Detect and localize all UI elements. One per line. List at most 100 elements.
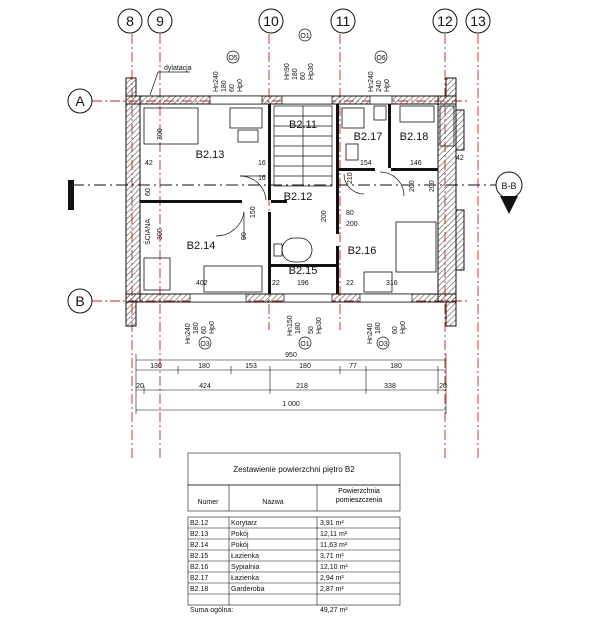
- grid-bubble-b: [67, 288, 93, 314]
- window-tag-o3-right: O3: [378, 341, 387, 348]
- inner-dimensions: 42 42 16 16 300 300 154 146 200 200 80 2…: [145, 128, 464, 287]
- table-cell-name: Łazienka: [231, 553, 259, 560]
- dim-row2-end: 20: [136, 383, 144, 390]
- furniture: [139, 105, 455, 293]
- dim-row2: 424: [199, 383, 211, 390]
- dim-total: 1 000: [282, 401, 300, 408]
- window-o3r-line-4: Hp0: [400, 321, 407, 334]
- inner-dim: 146: [410, 160, 422, 167]
- shower-b217: [341, 107, 365, 129]
- bed-b214: [203, 265, 263, 293]
- table-cell-number: B2.14: [190, 542, 208, 549]
- section-arrow-icon: [500, 196, 518, 214]
- window-o5-line-1: Hn240: [213, 71, 220, 92]
- grid-bubble-12: [432, 8, 458, 34]
- window-o1t-line-4: Hp30: [308, 63, 315, 80]
- window-o1b-line-3: 50: [308, 326, 315, 334]
- table-cell-area: 3,71 m²: [320, 553, 344, 560]
- table-cell-name: Sypialnia: [231, 564, 260, 571]
- dim-row1: 180: [198, 363, 210, 370]
- inner-dim: 16: [258, 160, 266, 167]
- room-label-b212: B2.12: [284, 191, 313, 203]
- window-o3l-line-4: Hp0: [209, 321, 216, 334]
- inner-dim: 80: [346, 210, 354, 217]
- staircase: [273, 105, 333, 187]
- window-tag-o5: O5: [228, 55, 237, 62]
- dim-row1: 130: [150, 363, 162, 370]
- window-o5-line-3: 60: [229, 84, 236, 92]
- chair-b213: [237, 129, 259, 143]
- inner-dim: 154: [360, 160, 372, 167]
- window-o1b-line-1: Hn150: [287, 315, 294, 336]
- window-o3r-line-1: Hn240: [367, 323, 374, 344]
- table-cell-number: B2.17: [190, 575, 208, 582]
- room-label-b214: B2.14: [187, 240, 216, 252]
- table-header-name: Nazwa: [262, 499, 284, 506]
- bed-b216: [395, 221, 437, 273]
- table-cell-area: 2,87 m²: [320, 586, 344, 593]
- window-o6-line-3: Hp0: [384, 79, 391, 92]
- inner-dim: 60: [145, 188, 152, 196]
- room-label-b216: B2.16: [348, 245, 377, 257]
- dylatacja-leader: [149, 71, 159, 96]
- window-o1t-line-2: 180: [292, 68, 299, 80]
- grid-bubble-9: [147, 8, 173, 34]
- inner-dim: 42: [145, 160, 153, 167]
- inner-dim: 42: [456, 155, 464, 162]
- inner-dim: 200: [346, 221, 358, 228]
- window-o3l-line-1: Hn240: [185, 323, 192, 344]
- grid-label-12: 12: [437, 13, 453, 29]
- dim-row1: 77: [349, 363, 357, 370]
- table-cell-number: B2.15: [190, 553, 208, 560]
- window-o3r-line-2: 180: [375, 322, 382, 334]
- window-tags-top: [226, 28, 388, 64]
- inner-dim: 200: [429, 180, 436, 192]
- wall-note: ŚCIANA: [143, 219, 152, 245]
- dimension-chains: [135, 354, 447, 414]
- room-label-b211: B2.11: [289, 119, 317, 131]
- toilet-b217: [345, 143, 359, 161]
- table-cell-area: 11,63 m²: [320, 542, 348, 549]
- dim-total-inner: 950: [285, 352, 297, 359]
- window-tag-o1-top: O1: [300, 33, 309, 40]
- window-o6-line-1: Hn240: [368, 71, 375, 92]
- area-table: [187, 452, 401, 606]
- grid-label-10: 10: [263, 13, 279, 29]
- inner-dim: 300: [157, 128, 164, 140]
- table-title: Zestawienie powierzchni piętro B2: [233, 465, 355, 474]
- window-o1t-line-3: 60: [300, 72, 307, 80]
- grid-bubble-13: [465, 8, 491, 34]
- nightstand-b216: [363, 271, 393, 293]
- section-marker-west: [68, 180, 74, 210]
- grid-label-9: 9: [156, 13, 164, 29]
- inner-dim: 402: [196, 280, 208, 287]
- table-header-area: Powierzchnia pomieszczenia: [335, 488, 383, 504]
- table-cell-number: B2.13: [190, 531, 208, 538]
- window-o3l-line-2: 180: [193, 322, 200, 334]
- table-sum-label: Suma ogólna:: [190, 607, 233, 614]
- window-o3r-line-3: 60: [392, 326, 399, 334]
- room-label-b217: B2.17: [354, 131, 383, 143]
- inner-dim: 16: [258, 175, 266, 182]
- table-cell-area: 2,94 m²: [320, 575, 344, 582]
- window-openings: [189, 95, 413, 303]
- table-cell-name: Korytarz: [231, 520, 258, 527]
- window-o1b-line-4: Hp30: [316, 317, 323, 334]
- window-tag-o1-bottom: O1: [300, 341, 309, 348]
- table-header-number: Numer: [197, 499, 219, 506]
- table-cell-area: 12,10 m²: [320, 564, 348, 571]
- table-cell-number: B2.16: [190, 564, 208, 571]
- dylatacja-note: dylatacja: [164, 65, 192, 72]
- table-cell-number: B2.12: [190, 520, 208, 527]
- grid-bubbles: [67, 8, 491, 314]
- room-label-b215: B2.15: [289, 265, 318, 277]
- inner-dim: 22: [272, 280, 280, 287]
- dim-row2: 218: [296, 383, 308, 390]
- dim-row1: 180: [299, 363, 311, 370]
- dim-row1: 153: [245, 363, 257, 370]
- grid-bubble-8: [117, 8, 143, 34]
- section-mark: B-B: [501, 181, 516, 191]
- inner-dim: 150: [250, 206, 257, 218]
- chair-b214: [143, 257, 171, 291]
